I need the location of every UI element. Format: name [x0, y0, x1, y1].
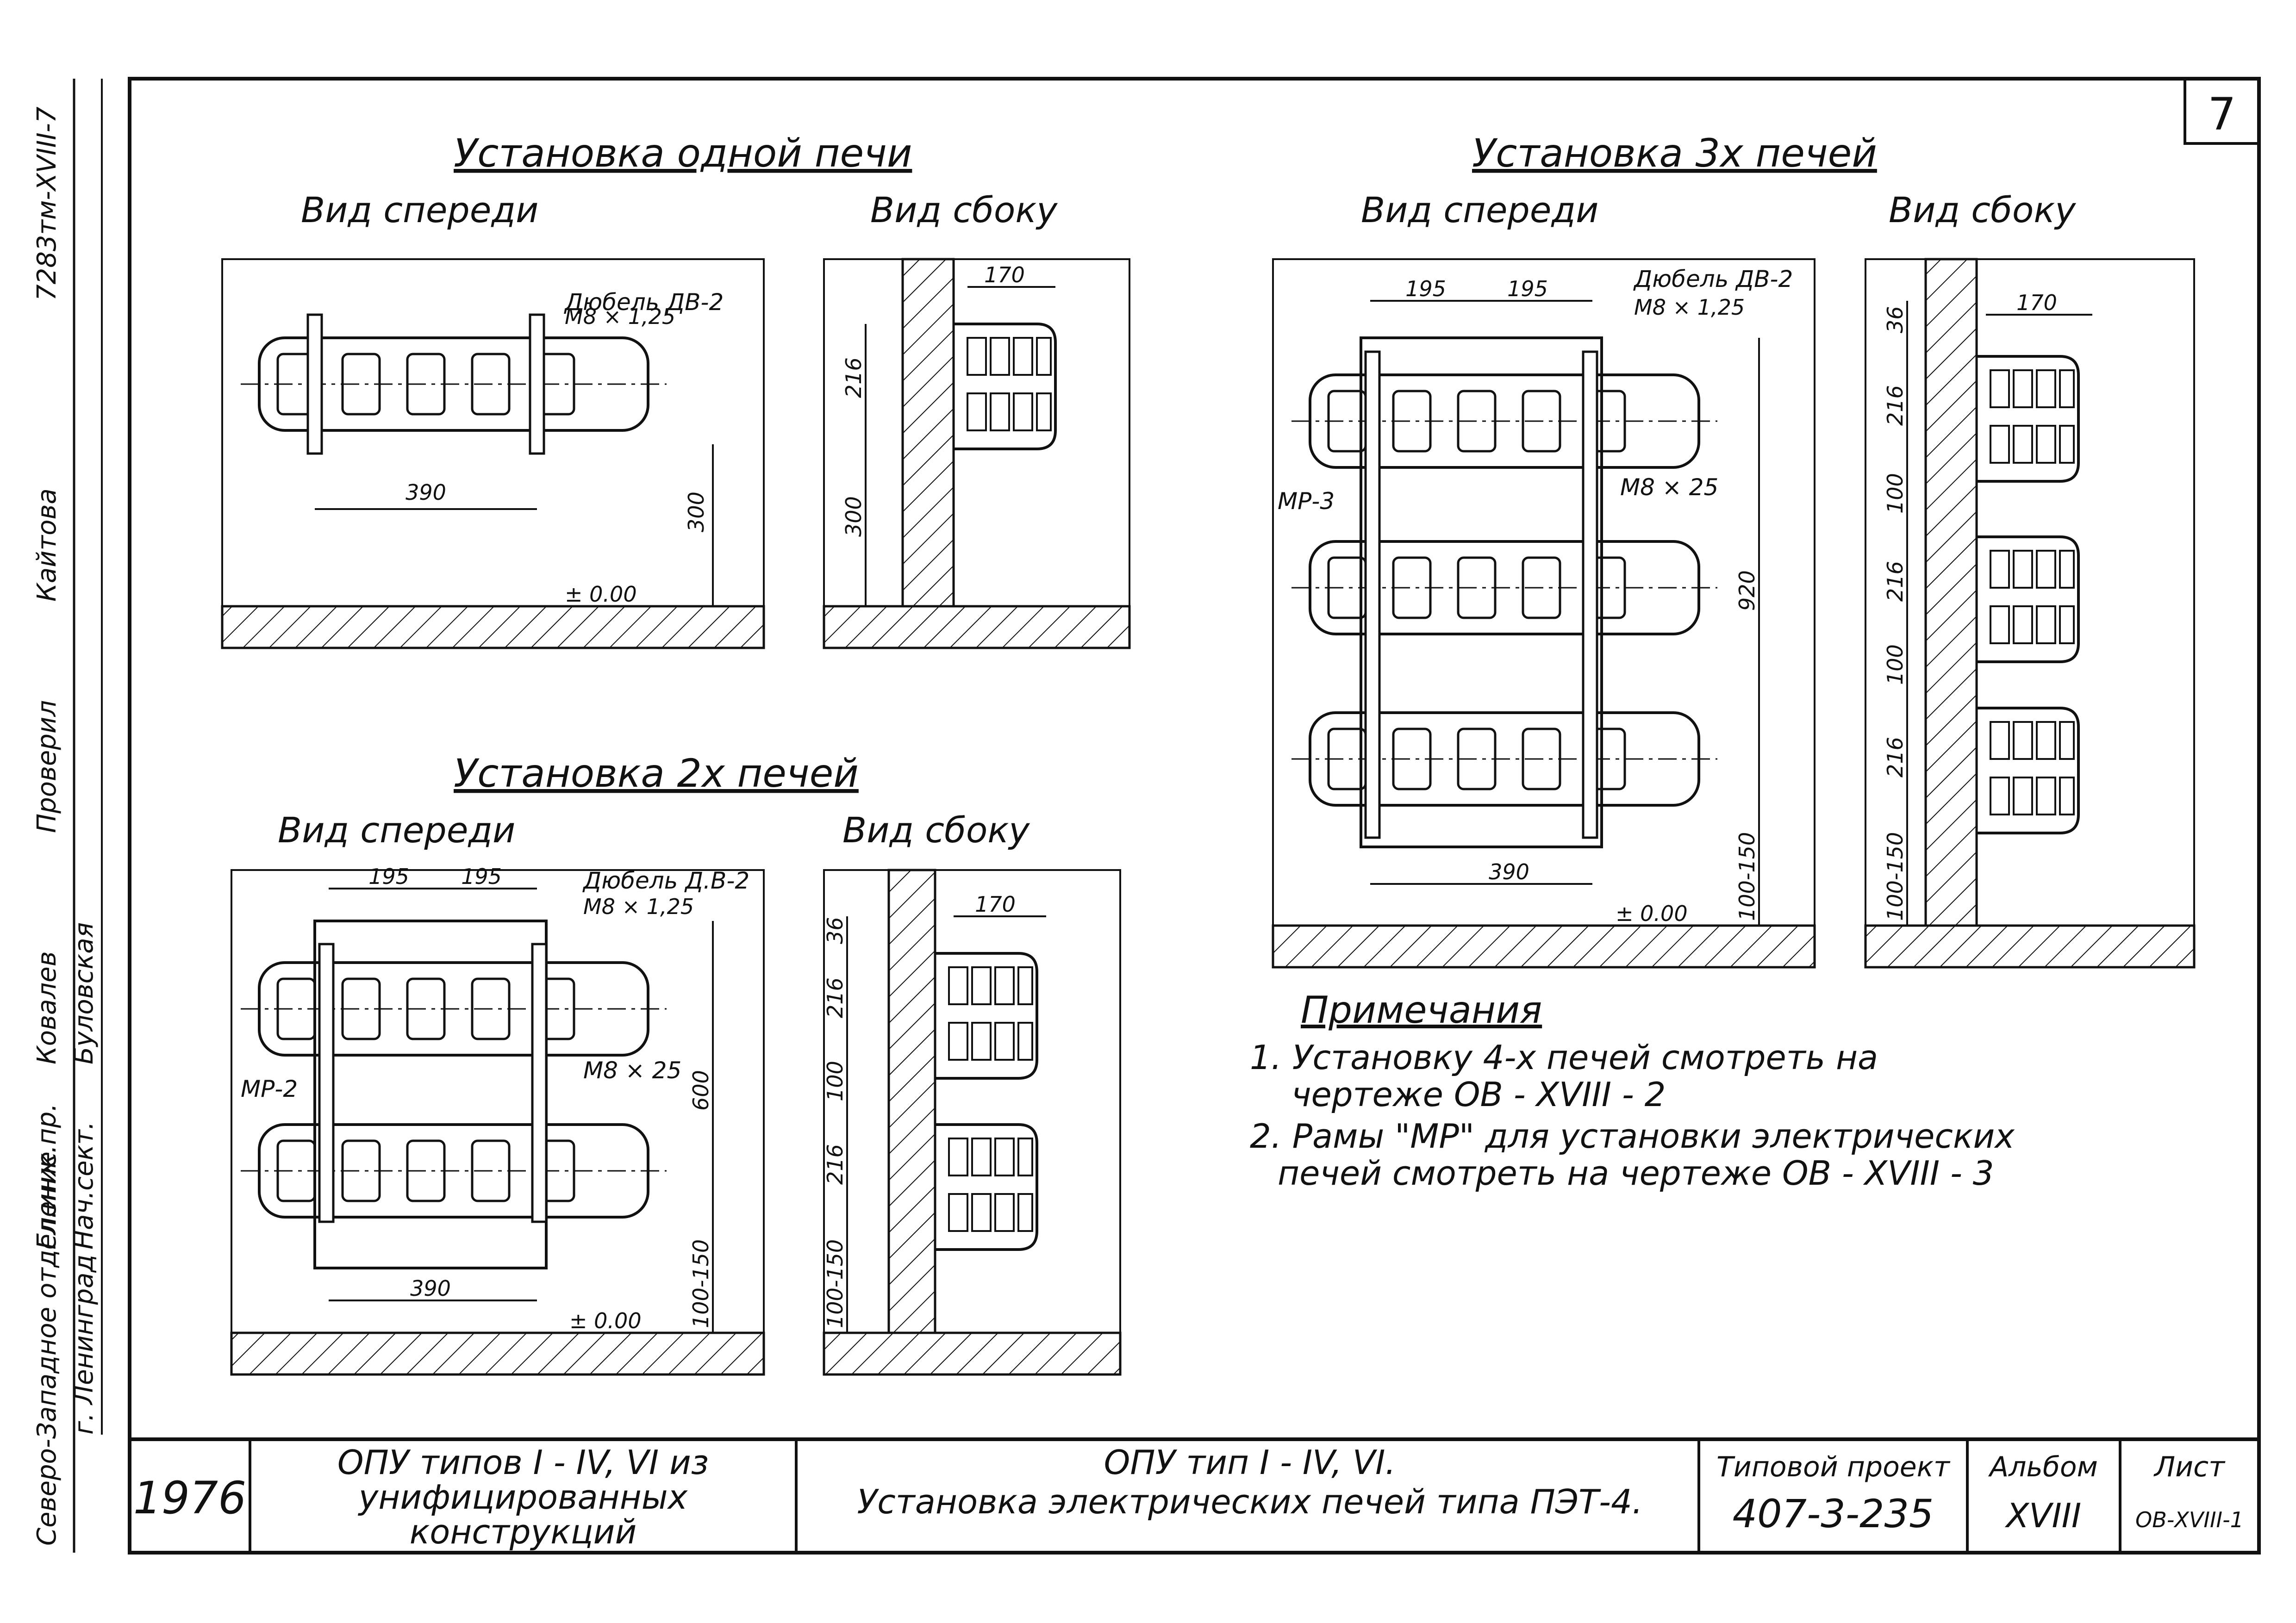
note-1a: 1. Установку 4-х печей смотреть на: [1250, 1038, 1878, 1077]
view1-level: ± 0.00: [565, 582, 637, 607]
view2-side-dim-3: 216: [823, 1144, 848, 1185]
view3-dim-170: 170: [2016, 290, 2057, 315]
view2-front: 195 195 390 600 100-150 МР-2 М8 × 25 Дюб…: [230, 864, 765, 1376]
view3-side-dim-5: 216: [1883, 737, 1908, 777]
view1-title: Установка одной печи: [454, 131, 912, 176]
view3-bolt: М8 × 1,25: [1634, 295, 1745, 320]
tb-mid-2: Установка электрических печей типа ПЭТ-4…: [857, 1482, 1642, 1521]
view2-side-dim-4: 100-150: [823, 1239, 848, 1328]
notes: Примечания 1. Установку 4-х печей смотре…: [1250, 989, 2015, 1193]
view2-dim-100: 100-150: [688, 1239, 713, 1328]
notes-heading: Примечания: [1301, 989, 1542, 1032]
view3-bolt2: М8 × 25: [1620, 474, 1718, 501]
view1-dim-170: 170: [984, 262, 1025, 287]
tb-year: 1976: [133, 1472, 246, 1524]
view3-title: Установка 3х печей: [1472, 131, 1877, 176]
view2-level: ± 0.00: [569, 1308, 642, 1333]
stamp-role-1: Гл.инж.пр.: [32, 1103, 62, 1250]
view1-side-label: Вид сбоку: [870, 189, 1058, 230]
view3-side: 170 36 216 100 216 100 216 100-150: [1864, 258, 2196, 969]
stamp-name-2: Проверил: [32, 700, 62, 833]
sheet-frame: [128, 77, 2261, 1555]
view1-front: 390 300 Дюбель ДВ-2 М8 × 1,25 ± 0.00: [221, 258, 765, 649]
tb-left-1: ОПУ типов I - IV, VI из: [337, 1443, 709, 1482]
tb-proj-label: Типовой проект: [1716, 1451, 1951, 1483]
view3-level: ± 0.00: [1616, 901, 1688, 926]
view1-dowel: Дюбель ДВ-2: [564, 289, 724, 316]
view3-side-dim-4: 100: [1883, 644, 1908, 685]
view2-side-label: Вид сбоку: [842, 809, 1030, 851]
view3-side-dim-1: 216: [1883, 385, 1908, 426]
tb-sheet-label: Лист: [2153, 1451, 2226, 1483]
side-stamp: 7283тм-XVIII-7 Кайтова Проверил Ковалев …: [32, 79, 103, 1553]
view2-frame: МР-2: [241, 1076, 298, 1102]
note-1b: чертеже ОВ - XVIII - 2: [1292, 1075, 1666, 1114]
view2-dim-600: 600: [688, 1070, 713, 1111]
stamp-city: г. Ленинград: [69, 1255, 99, 1435]
note-2a: 2. Рамы "МР" для установки электрических: [1250, 1117, 2015, 1156]
view3-frame: МР-3: [1278, 488, 1335, 515]
view2-side: 170 36 216 100 216 100-150: [823, 869, 1122, 1376]
sheet-number: 7: [2208, 88, 2236, 140]
view2-side-dim-0: 36: [823, 917, 848, 944]
title-block: 1976 ОПУ типов I - IV, VI из унифицирова…: [130, 1437, 2259, 1553]
view2-side-dim-1: 216: [823, 977, 848, 1018]
tb-mid-1: ОПУ тип I - IV, VI.: [1104, 1443, 1396, 1482]
view3-side-dim-0: 36: [1883, 306, 1908, 333]
tb-proj: 407-3-235: [1733, 1491, 1934, 1536]
view3-dim-390: 390: [1489, 859, 1529, 884]
view1-side: 170 216 300: [823, 258, 1131, 649]
view2-title: Установка 2х печей: [454, 751, 859, 796]
view2-dim-170: 170: [975, 892, 1016, 917]
tb-album: XVIII: [2004, 1496, 2081, 1535]
view1-bolt: М8 × 1,25: [565, 304, 675, 329]
view3-side-dim-3: 216: [1883, 561, 1908, 602]
view3-dim-920: 920: [1734, 570, 1759, 611]
view2-bolt2: М8 × 25: [583, 1057, 681, 1084]
view2-front-label: Вид спереди: [278, 809, 515, 851]
stamp-code: 7283тм-XVIII-7: [32, 106, 62, 301]
view1-dim-216: 216: [841, 357, 866, 398]
view3-dowel: Дюбель ДВ-2: [1633, 266, 1793, 292]
view2-bolt: М8 × 1,25: [583, 894, 694, 919]
stamp-org: Северо-Западное отделение: [32, 1151, 62, 1546]
stamp-name-1: Кайтова: [32, 488, 62, 602]
view3-side-dim-6: 100-150: [1883, 832, 1908, 921]
view3-side-label: Вид сбоку: [1889, 189, 2076, 230]
tb-album-label: Альбом: [1988, 1451, 2098, 1483]
view2-dim-195b: 195: [461, 864, 502, 889]
view1-dim-390: 390: [406, 480, 446, 505]
view3-front-label: Вид спереди: [1361, 189, 1598, 230]
view1-dim-300: 300: [684, 491, 709, 532]
tb-left-3: конструкций: [410, 1512, 637, 1551]
view3-dim-100: 100-150: [1734, 832, 1759, 921]
tb-left-2: унифицированных: [358, 1478, 688, 1517]
view3-side-dim-2: 100: [1883, 473, 1908, 514]
stamp-name-3: Ковалев: [32, 951, 62, 1064]
view2-dowel: Дюбель Д.В-2: [582, 867, 749, 894]
stamp-name-4: Буловская: [69, 922, 99, 1064]
view2-dim-390: 390: [410, 1276, 451, 1301]
view1-dim-300b: 300: [841, 496, 866, 537]
view2-dim-195a: 195: [368, 864, 409, 889]
view3-dim-195a: 195: [1405, 276, 1446, 301]
view2-side-dim-2: 100: [823, 1061, 848, 1101]
view3-front: 195 195 390 920 100-150 МР-3 М8 × 25 Дюб…: [1272, 258, 1816, 969]
view3-dim-195b: 195: [1507, 276, 1548, 301]
view1-front-label: Вид спереди: [301, 189, 538, 230]
tb-sheet: ОВ-XVIII-1: [2135, 1507, 2244, 1532]
stamp-role-2: Нач.сект.: [69, 1121, 99, 1250]
note-2b: печей смотреть на чертеже ОВ - XVIII - 3: [1278, 1154, 1994, 1193]
